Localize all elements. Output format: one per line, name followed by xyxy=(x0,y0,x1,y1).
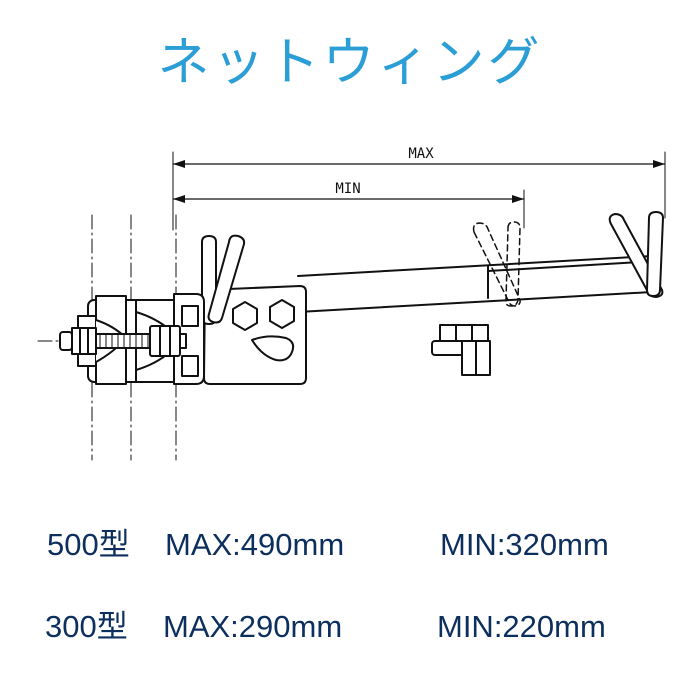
threaded-rod xyxy=(59,325,187,357)
max-dimension: MAX xyxy=(172,146,666,231)
spec-min-300: MIN:220mm xyxy=(437,609,606,644)
spec-max-300: MAX:290mm xyxy=(163,609,343,644)
spec-max-500: MAX:490mm xyxy=(165,527,345,562)
spec-row-500: 500型 MAX:490mm MIN:320mm xyxy=(0,520,700,570)
page-title: ネットウィング xyxy=(157,33,543,93)
min-dimension: MIN xyxy=(172,181,525,229)
max-dimension-label: MAX xyxy=(408,146,434,162)
plate-uprights xyxy=(201,234,246,325)
spec-model-300: 300型 xyxy=(45,609,128,644)
min-position-posts xyxy=(472,221,521,307)
mounting-plate xyxy=(203,285,307,385)
spec-row-300: 300型 MAX:290mm MIN:220mm xyxy=(0,602,700,652)
min-dimension-label: MIN xyxy=(335,181,360,197)
spec-model-500: 500型 xyxy=(47,527,130,562)
spec-min-500: MIN:320mm xyxy=(440,527,609,562)
arm-bolts xyxy=(431,324,491,376)
end-posts xyxy=(608,211,664,298)
extension-arm xyxy=(297,255,653,313)
